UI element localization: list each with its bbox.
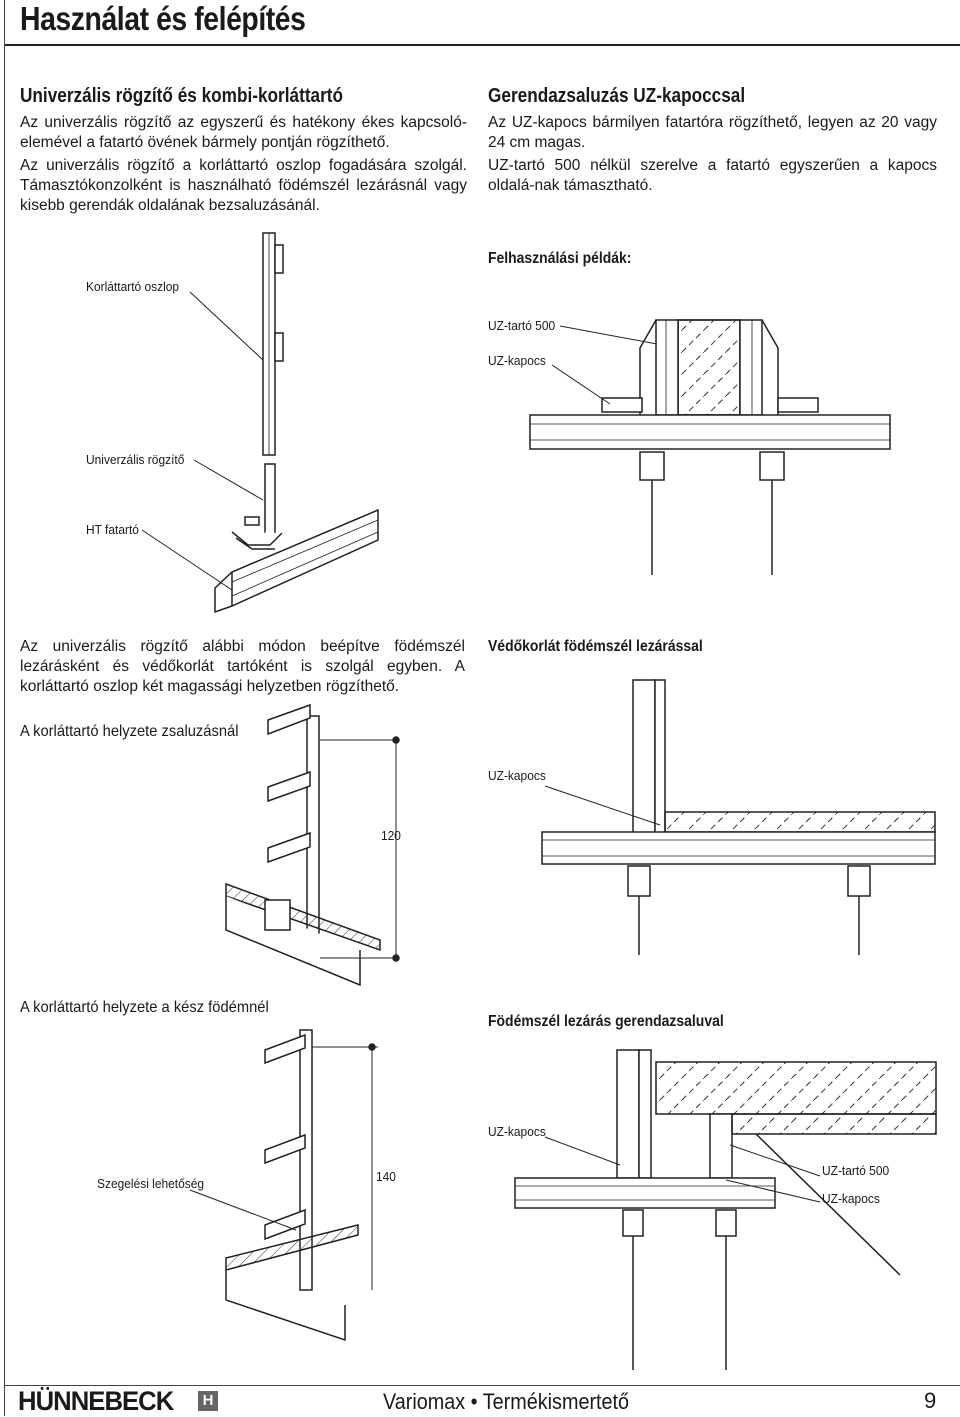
- left-paragraph-2: Az univerzális rögzítő a korláttartó osz…: [20, 157, 467, 214]
- right-heading: Gerendazsaluzás UZ-kapoccsal: [488, 85, 746, 107]
- page-title: Használat és felépítés: [20, 0, 306, 37]
- brand-logo: HÜNNEBECK: [18, 1386, 174, 1416]
- footer-divider: [5, 1385, 960, 1386]
- label-uz-tarto-500-a: UZ-tartó 500: [488, 318, 556, 333]
- label-uz-tarto-500-b: UZ-tartó 500: [822, 1163, 890, 1178]
- caption-pos1: A korláttartó helyzete zsaluzásnál: [20, 723, 239, 740]
- examples-heading: Felhasználási példák:: [488, 250, 632, 267]
- universal-clamp-drawing: [141, 232, 379, 614]
- title-divider: [5, 44, 960, 46]
- railing-forming-drawing: [225, 703, 400, 987]
- fodemszel-heading: Födémszél lezárás gerendazsaluval: [488, 1013, 724, 1030]
- document-title: Variomax • Termékismertető: [383, 1389, 630, 1414]
- label-ht-fatarto: HT fatartó: [86, 522, 139, 537]
- vedokorlat-heading: Védőkorlát födémszél lezárással: [488, 638, 703, 655]
- right-paragraph-2: UZ-tartó 500 nélkül szerelve a fatartó e…: [488, 157, 937, 194]
- label-univerzalis-rogzito: Univerzális rögzítő: [86, 452, 185, 467]
- right-text: Az UZ-kapocs bármilyen fatartóra rögzíth…: [488, 113, 937, 196]
- label-dimension-140: 140: [376, 1169, 396, 1184]
- label-korlattarto-oszlop: Korláttartó oszlop: [86, 279, 180, 294]
- label-uz-kapocs-d: UZ-kapocs: [822, 1191, 880, 1206]
- left-text: Az univerzális rögzítő az egyszerű és ha…: [20, 113, 467, 216]
- label-uz-kapocs-b: UZ-kapocs: [488, 768, 546, 783]
- page-number: 9: [924, 1388, 937, 1413]
- caption-pos2: A korláttartó helyzete a kész födémnél: [20, 999, 269, 1016]
- label-szegelesi: Szegelési lehetőség: [97, 1176, 205, 1191]
- left-margin-line: [4, 0, 5, 1416]
- label-uz-kapocs-a: UZ-kapocs: [488, 353, 546, 368]
- slab-edge-beam-drawing: [514, 1049, 937, 1370]
- right-paragraph-1: Az UZ-kapocs bármilyen fatartóra rögzíth…: [488, 114, 937, 151]
- left-heading: Univerzális rögzítő és kombi-korláttartó: [20, 85, 344, 107]
- middle-paragraph: Az univerzális rögzítő alábbi módon beép…: [20, 638, 465, 695]
- guard-rail-slab-edge-drawing: [541, 679, 936, 955]
- label-uz-kapocs-c: UZ-kapocs: [488, 1124, 546, 1139]
- uz-beam-forming-drawing: [529, 319, 891, 575]
- left-paragraph-1: Az univerzális rögzítő az egyszerű és ha…: [20, 114, 467, 151]
- railing-finished-drawing: [189, 1029, 378, 1342]
- label-dimension-120: 120: [381, 828, 401, 843]
- brand-logo-mark: H: [198, 1391, 218, 1411]
